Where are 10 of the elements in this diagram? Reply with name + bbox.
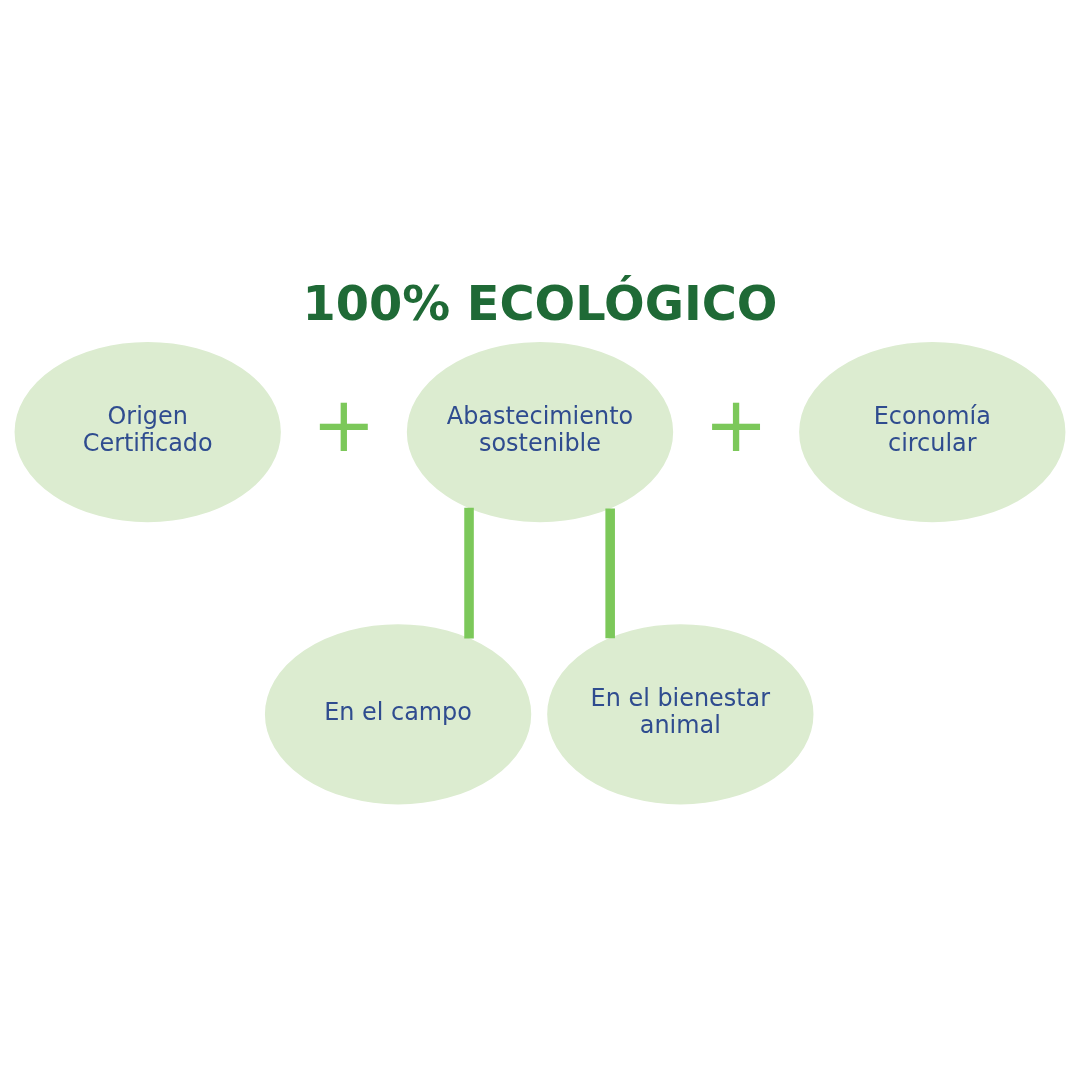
connector <box>464 507 474 638</box>
label: + <box>311 379 376 469</box>
node-ellipse: Economía circular <box>799 341 1066 522</box>
label: + <box>704 379 769 469</box>
connector <box>605 507 615 638</box>
node-ellipse: Abastecimiento sostenible <box>406 341 674 522</box>
node-ellipse: En el campo <box>264 623 532 804</box>
node-ellipse: Origen Certificado <box>14 341 281 522</box>
node-ellipse: En el bienestar animal <box>547 623 814 804</box>
diagram-title: 100% ECOLÓGICO <box>302 275 778 331</box>
